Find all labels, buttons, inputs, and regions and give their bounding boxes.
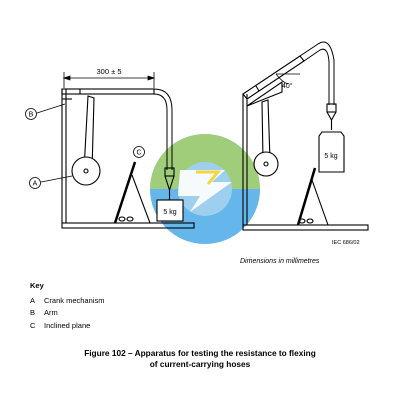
right-crank-arm — [261, 99, 271, 161]
callout-a-label: A — [33, 181, 38, 188]
key-item: B Arm — [30, 307, 104, 320]
left-weight-label: 5 kg — [163, 209, 176, 216]
dimension-arrow — [62, 72, 156, 88]
left-base — [61, 222, 195, 229]
key-item-text: Inclined plane — [44, 320, 91, 330]
caption-line-1: Figure 102 – Apparatus for testing the r… — [84, 348, 316, 358]
key-item: A Crank mechanism — [30, 295, 104, 308]
key-legend: Key A Crank mechanism B Arm C Inclined p… — [30, 280, 104, 332]
caption-line-2: of current-carrying hoses — [149, 359, 251, 369]
key-item: C Inclined plane — [30, 320, 104, 333]
key-item-letter: B — [30, 308, 36, 317]
left-crank-disc — [71, 156, 101, 186]
key-item-text: Crank mechanism — [44, 295, 105, 305]
left-inclined-plane — [113, 161, 137, 224]
key-item-letter: A — [30, 295, 36, 305]
right-base — [242, 224, 369, 231]
callout-c-label: C — [136, 150, 141, 157]
left-apparatus — [61, 88, 195, 229]
key-item-text: Arm — [44, 308, 58, 317]
left-top-arm — [61, 88, 155, 95]
units-note: Dimensions in millimetres — [240, 258, 320, 265]
right-inclined-plane — [296, 167, 317, 226]
right-weight — [318, 131, 345, 173]
figure-caption: Figure 102 – Apparatus for testing the r… — [0, 348, 400, 370]
callout-b — [25, 103, 66, 120]
left-hose — [153, 88, 173, 170]
key-title: Key — [30, 281, 44, 290]
right-crank-disc — [253, 151, 279, 177]
callout-c — [133, 146, 145, 158]
iec-reference: IEC 686/02 — [332, 240, 360, 246]
right-hose — [299, 41, 335, 105]
right-weight-label: 5 kg — [324, 153, 337, 160]
dimension-label: 300 ± 5 — [97, 67, 122, 76]
angle-label: 40° — [282, 82, 293, 90]
left-weight — [156, 199, 184, 222]
callout-b-label: B — [29, 112, 34, 119]
callout-a — [29, 175, 73, 189]
key-item-letter: C — [30, 320, 36, 330]
angle-marking — [275, 73, 300, 85]
right-apparatus — [242, 41, 369, 231]
